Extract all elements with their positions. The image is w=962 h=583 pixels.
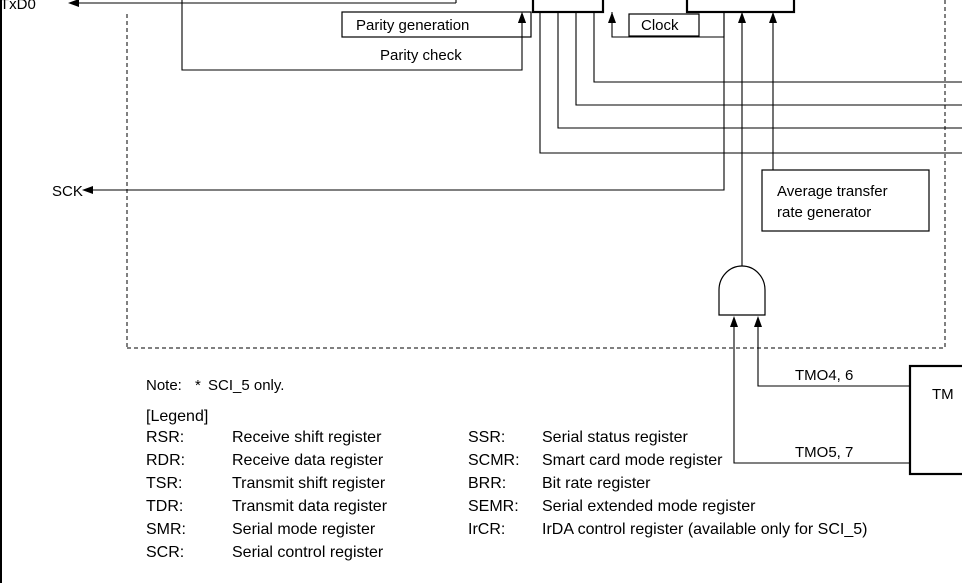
clock-label-box [628,13,700,37]
tmr-partial-label: TM [932,386,954,403]
tmo57-label: TMO5, 7 [795,444,853,461]
average-transfer-rate-generator-box [761,169,930,232]
parity-generation-label-box [341,11,532,38]
legend-abbr: RDR: [146,452,185,469]
legend-abbr: IrCR: [468,521,505,538]
tmo46-wire [754,316,910,387]
note-label: Note: [146,377,182,394]
baud-rate-block [685,0,796,14]
and-gate-output-wire [738,12,746,266]
legend-desc: Transmit shift register [232,475,386,492]
legend-desc: Receive data register [232,452,384,469]
legend-desc: Serial status register [542,429,689,446]
legend-abbr: TSR: [146,475,182,492]
txd0-wire [68,0,457,7]
parity-check-label: Parity check [380,47,462,64]
avg-rate-line2: rate generator [777,204,871,221]
tmr-block [908,364,962,476]
parity-generation-label: Parity generation [356,17,469,34]
legend-abbr: SSR: [468,429,505,446]
legend-right-column: SSR: Serial status register SCMR: Smart … [468,429,867,538]
legend-title: [Legend] [146,408,208,425]
register-bus-lines [539,12,962,154]
avg-rate-connection [769,12,777,170]
sck-label: SCK [52,183,83,200]
legend-abbr: SEMR: [468,498,519,515]
legend-desc: Transmit data register [232,498,388,515]
legend-abbr: BRR: [468,475,506,492]
legend-abbr: TDR: [146,498,183,515]
sck-wire [82,12,725,194]
parity-check-wire [181,0,526,71]
legend-desc: IrDA control register (available only fo… [542,521,867,538]
legend-desc: Serial mode register [232,521,376,538]
legend-desc: Bit rate register [542,475,651,492]
legend-desc: Serial control register [232,544,384,561]
legend-desc: Receive shift register [232,429,382,446]
parity-block [531,0,605,14]
legend-desc: Smart card mode register [542,452,723,469]
legend-left-column: RSR: Receive shift register RDR: Receive… [146,429,388,561]
sci-module-boundary [126,0,946,349]
legend-abbr: SCR: [146,544,184,561]
note-marker: * [195,377,201,394]
tmo46-label: TMO4, 6 [795,367,853,384]
txd0-label: TxD0 [0,0,36,13]
tmo57-wire [730,316,910,464]
and-gate [718,265,766,316]
legend-abbr: SCMR: [468,452,520,469]
avg-rate-line1: Average transfer [777,183,888,200]
note-text: SCI_5 only. [208,377,284,394]
legend-desc: Serial extended mode register [542,498,756,515]
legend-abbr: RSR: [146,429,184,446]
clock-label: Clock [641,17,679,34]
legend-abbr: SMR: [146,521,186,538]
